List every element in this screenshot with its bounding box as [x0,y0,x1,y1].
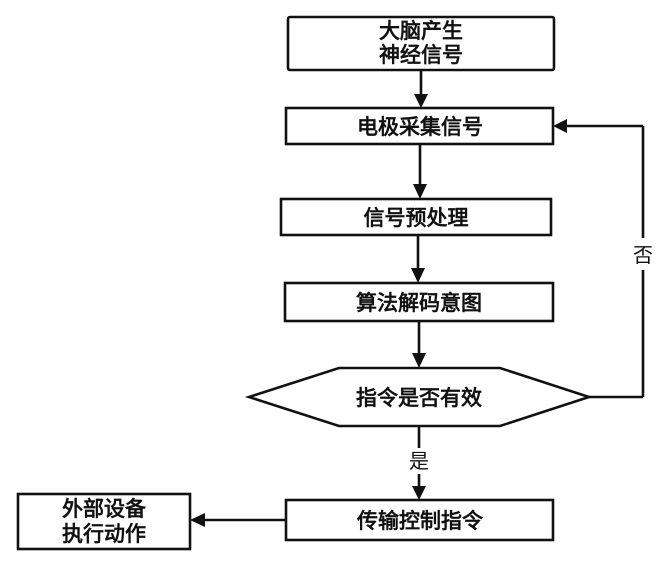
edge-decision-yes: 是 [409,426,429,500]
edge-brain-to-electrode [414,70,428,108]
edge-transmit-to-device [190,513,286,527]
edge-decision-no-arrowhead [553,119,567,133]
edge-decision-yes-arrowhead [412,486,426,500]
edge-no-label: 否 [633,243,653,267]
edge-preprocess-to-decode-arrowhead [411,268,425,283]
node-transmit-label: 传输控制指令 [356,509,484,533]
node-electrode-collect-box [284,106,555,146]
node-preprocess-label: 信号预处理 [364,206,469,230]
edge-decode-to-decision [412,321,426,368]
node-brain-signal-line-2: 神经信号 [379,43,463,67]
node-decode-label: 算法解码意图 [356,291,482,315]
node-brain-signal: 大脑产生 神经信号 [286,15,556,72]
edge-brain-to-electrode-arrowhead [414,94,428,108]
node-preprocess-box [279,197,553,237]
node-electrode-collect: 电极采集信号 [284,106,555,146]
node-transmit: 传输控制指令 [284,498,555,542]
node-electrode-collect-label: 电极采集信号 [357,115,483,139]
node-decode: 算法解码意图 [283,281,555,323]
edge-electrode-to-preprocess-arrowhead [413,184,427,199]
edge-electrode-to-preprocess [413,144,427,199]
edge-transmit-to-device-arrowhead [190,513,205,527]
edge-preprocess-to-decode [411,235,425,283]
node-decision: 指令是否有效 [244,366,594,428]
node-decision-label: 指令是否有效 [356,386,482,410]
node-external-device: 外部设备 执行动作 [16,492,192,551]
node-brain-signal-line-1: 大脑产生 [379,19,463,43]
edge-yes-label: 是 [409,449,429,473]
node-decode-box [283,281,555,323]
edge-decision-no: 否 [553,119,653,399]
edge-decode-to-decision-arrowhead [412,353,426,368]
node-external-device-box [16,492,192,551]
node-external-device-line-2: 执行动作 [62,522,146,546]
node-preprocess: 信号预处理 [279,197,553,237]
node-external-device-line-1: 外部设备 [62,497,147,521]
